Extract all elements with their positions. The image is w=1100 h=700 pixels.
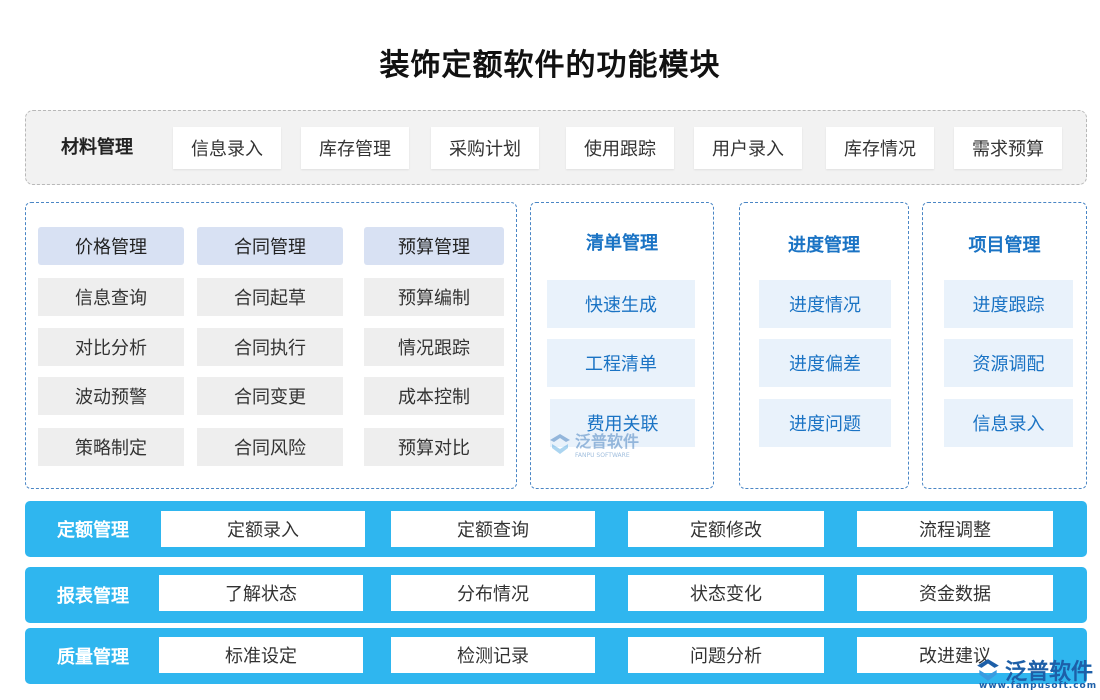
quality-management-label: 质量管理 <box>57 647 129 668</box>
price-management-header[interactable]: 价格管理 <box>38 227 184 265</box>
row1-item-inventory-status[interactable]: 库存情况 <box>826 127 934 169</box>
fanpu-logo-icon <box>550 433 570 454</box>
quota-management-bar: 定额管理 定额录入 定额查询 定额修改 流程调整 <box>25 501 1087 557</box>
report-management-label: 报表管理 <box>57 586 129 607</box>
price-item[interactable]: 信息查询 <box>38 278 184 316</box>
material-management-row: 材料管理 信息录入 库存管理 采购计划 使用跟踪 用户录入 库存情况 需求预算 <box>25 110 1087 185</box>
contract-item[interactable]: 合同执行 <box>197 328 343 366</box>
list-management-header: 清单管理 <box>586 233 658 254</box>
fanpu-corner-logo-icon <box>977 659 999 681</box>
project-item-info-entry[interactable]: 信息录入 <box>944 399 1073 447</box>
quality-management-bar: 质量管理 标准设定 检测记录 问题分析 改进建议 <box>25 628 1087 684</box>
row1-item-purchase-plan[interactable]: 采购计划 <box>431 127 539 169</box>
quality-item-problem-analysis[interactable]: 问题分析 <box>628 637 824 673</box>
page-title: 装饰定额软件的功能模块 <box>379 48 721 83</box>
budget-management-header[interactable]: 预算管理 <box>364 227 504 265</box>
list-item-cost-link[interactable]: 费用关联 <box>550 399 695 447</box>
progress-management-header: 进度管理 <box>788 235 860 256</box>
row1-item-info-entry[interactable]: 信息录入 <box>173 127 281 169</box>
row1-item-demand-budget[interactable]: 需求预算 <box>954 127 1062 169</box>
quota-item-entry[interactable]: 定额录入 <box>161 511 365 547</box>
progress-item-status[interactable]: 进度情况 <box>759 280 891 328</box>
quota-management-label: 定额管理 <box>57 520 129 541</box>
quality-item-improvement[interactable]: 改进建议 <box>857 637 1053 673</box>
list-item-quick-generate[interactable]: 快速生成 <box>547 280 695 328</box>
pricing-contract-budget-panel: 价格管理 信息查询 对比分析 波动预警 策略制定 合同管理 合同起草 合同执行 … <box>25 202 517 489</box>
contract-management-header[interactable]: 合同管理 <box>197 227 343 265</box>
progress-item-deviation[interactable]: 进度偏差 <box>759 339 891 387</box>
project-management-header: 项目管理 <box>968 235 1041 256</box>
row1-item-user-entry[interactable]: 用户录入 <box>694 127 802 169</box>
row1-item-usage-tracking[interactable]: 使用跟踪 <box>566 127 674 169</box>
quality-item-standard[interactable]: 标准设定 <box>159 637 363 673</box>
budget-item[interactable]: 情况跟踪 <box>364 328 504 366</box>
report-management-bar: 报表管理 了解状态 分布情况 状态变化 资金数据 <box>25 567 1087 623</box>
budget-item[interactable]: 预算编制 <box>364 278 504 316</box>
project-management-panel: 项目管理 进度跟踪 资源调配 信息录入 <box>922 202 1087 489</box>
report-item-fund-data[interactable]: 资金数据 <box>857 575 1053 611</box>
corner-logo-text: 泛普软件 <box>1005 660 1094 685</box>
contract-item[interactable]: 合同变更 <box>197 377 343 415</box>
budget-item[interactable]: 成本控制 <box>364 377 504 415</box>
project-item-resource-allocation[interactable]: 资源调配 <box>944 339 1073 387</box>
fanpu-watermark: 泛普软件 FANPU SOFTWARE <box>548 428 639 459</box>
report-item-distribution[interactable]: 分布情况 <box>391 575 595 611</box>
price-item[interactable]: 策略制定 <box>38 428 184 466</box>
project-item-progress-tracking[interactable]: 进度跟踪 <box>944 280 1073 328</box>
row1-item-inventory-management[interactable]: 库存管理 <box>301 127 409 169</box>
price-item[interactable]: 对比分析 <box>38 328 184 366</box>
corner-logo-url: www.fanpusoft.com <box>979 681 1098 691</box>
quota-item-query[interactable]: 定额查询 <box>391 511 595 547</box>
quota-item-process-adjust[interactable]: 流程调整 <box>857 511 1053 547</box>
budget-item[interactable]: 预算对比 <box>364 428 504 466</box>
contract-item[interactable]: 合同起草 <box>197 278 343 316</box>
fanpu-corner-logo: 泛普软件 www.fanpusoft.com <box>975 654 1096 691</box>
list-item-project-list[interactable]: 工程清单 <box>547 339 695 387</box>
material-management-label: 材料管理 <box>61 137 133 158</box>
list-management-panel: 清单管理 快速生成 工程清单 费用关联 <box>530 202 714 489</box>
contract-item[interactable]: 合同风险 <box>197 428 343 466</box>
watermark-text: 泛普软件 <box>575 432 640 451</box>
quota-item-modify[interactable]: 定额修改 <box>628 511 824 547</box>
watermark-subtext: FANPU SOFTWARE <box>575 452 630 459</box>
progress-item-problems[interactable]: 进度问题 <box>759 399 891 447</box>
quality-item-inspection[interactable]: 检测记录 <box>391 637 595 673</box>
price-item[interactable]: 波动预警 <box>38 377 184 415</box>
report-item-status[interactable]: 了解状态 <box>159 575 363 611</box>
report-item-status-change[interactable]: 状态变化 <box>628 575 824 611</box>
progress-management-panel: 进度管理 进度情况 进度偏差 进度问题 <box>739 202 909 489</box>
